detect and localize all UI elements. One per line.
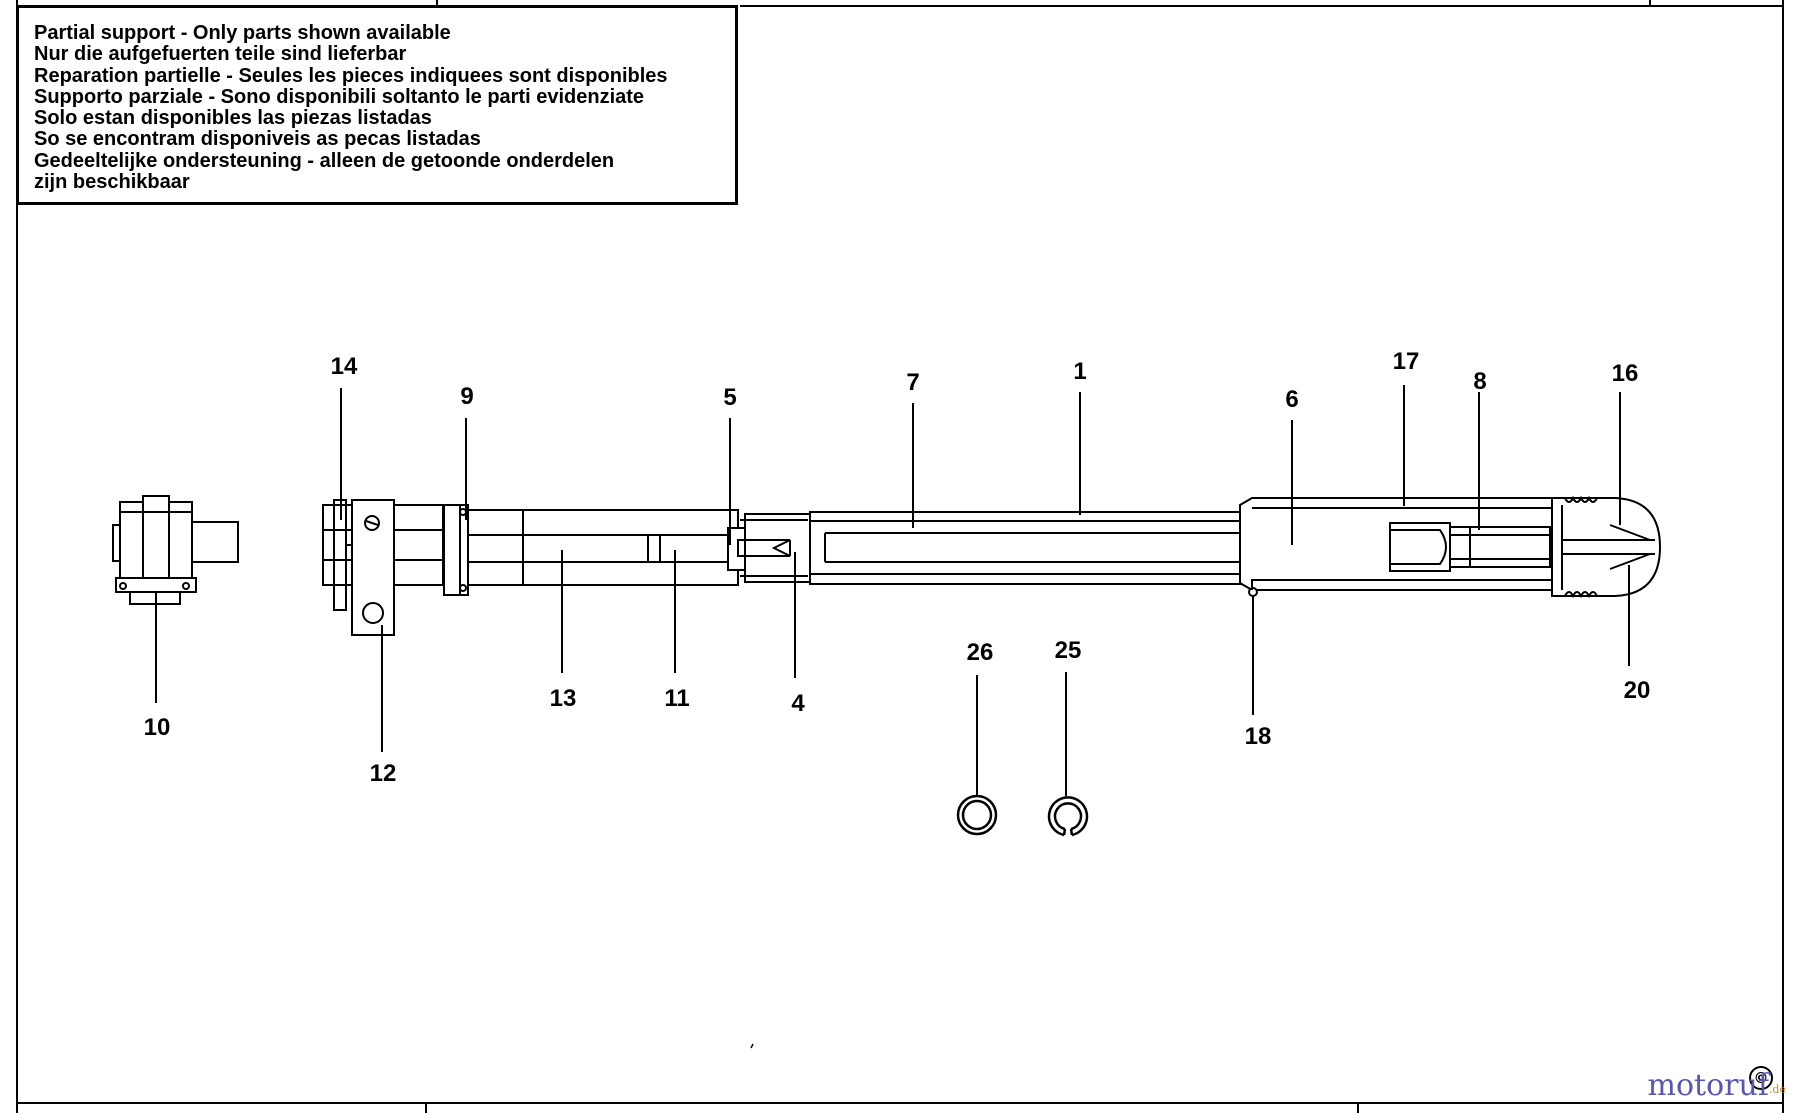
callout-4: 4 bbox=[791, 690, 805, 717]
part-26-ring bbox=[956, 794, 998, 836]
part-10-end-assembly bbox=[112, 495, 239, 605]
callout-26: 26 bbox=[967, 639, 994, 666]
notice-line-spanish: Solo estan disponibles las piezas listad… bbox=[34, 107, 432, 130]
callout-16: 16 bbox=[1612, 360, 1639, 387]
main-assembly bbox=[322, 495, 1662, 636]
callout-11: 11 bbox=[664, 685, 689, 712]
callout-6: 6 bbox=[1285, 386, 1298, 413]
leader-lines bbox=[155, 385, 1630, 796]
callout-8: 8 bbox=[1473, 368, 1486, 395]
callout-13: 13 bbox=[550, 685, 577, 712]
notice-line-dutch: Gedeeltelijke ondersteuning - alleen de … bbox=[34, 149, 615, 172]
callout-12: 12 bbox=[370, 760, 397, 787]
callout-18: 18 bbox=[1245, 723, 1272, 750]
callout-20: 20 bbox=[1624, 677, 1651, 704]
callout-1: 1 bbox=[1073, 358, 1086, 385]
partial-support-notice: Partial support - Only parts shown avail… bbox=[16, 5, 738, 205]
notice-line-dutch-cont: zijn beschikbaar bbox=[34, 171, 190, 194]
callout-14: 14 bbox=[331, 353, 358, 380]
callout-17: 17 bbox=[1393, 348, 1420, 375]
callout-7: 7 bbox=[906, 369, 919, 396]
brand-watermark: motoruf.de bbox=[1648, 1068, 1786, 1103]
copyright-icon: © bbox=[1749, 1066, 1773, 1090]
brand-name: motoruf bbox=[1647, 1068, 1769, 1103]
notice-line-english: Partial support - Only parts shown avail… bbox=[34, 22, 451, 44]
notice-line-french: Reparation partielle - Seules les pieces… bbox=[34, 64, 668, 87]
callout-25: 25 bbox=[1055, 637, 1082, 664]
callout-labels: 14 9 5 7 1 6 17 8 16 10 12 13 11 4 18 20… bbox=[144, 348, 1651, 787]
notice-line-italian: Supporto parziale - Sono disponibili sol… bbox=[34, 85, 645, 108]
part-25-circlip bbox=[1047, 796, 1089, 837]
stray-mark bbox=[750, 1043, 754, 1049]
brand-tld: .de bbox=[1768, 1083, 1786, 1096]
notice-line-german: Nur die aufgefuerten teile sind lieferba… bbox=[34, 43, 407, 66]
callout-9: 9 bbox=[460, 383, 473, 410]
notice-line-portuguese: So se encontram disponiveis as pecas lis… bbox=[34, 128, 481, 151]
callout-5: 5 bbox=[723, 384, 736, 411]
callout-10: 10 bbox=[144, 714, 171, 741]
